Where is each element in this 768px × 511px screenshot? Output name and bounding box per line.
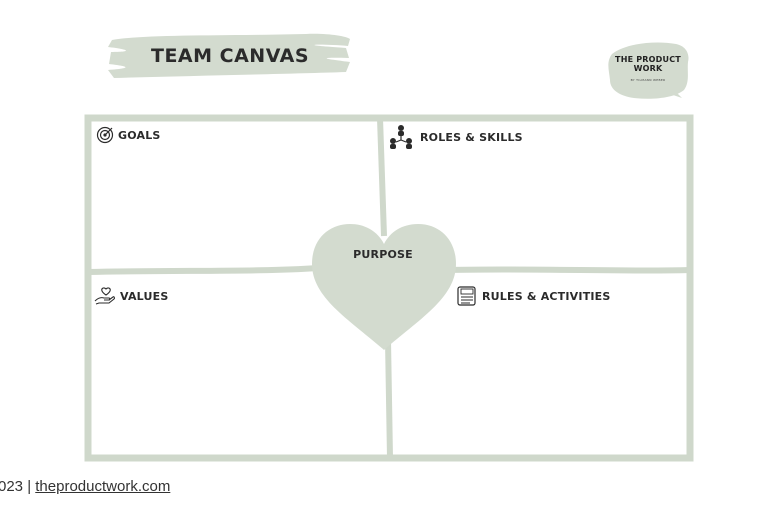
target-icon [96,126,114,144]
section-roles-skills: ROLES & SKILLS [388,124,523,150]
notebook-icon [456,285,478,307]
divider-horizontal-left [87,265,319,275]
brush-stroke-background [108,33,350,78]
logo-brush-background [608,42,689,99]
section-values: VALUES [94,287,168,305]
divider-vertical-bottom [385,339,393,459]
section-roles-label: ROLES & SKILLS [420,130,523,144]
footer-website-link[interactable]: theproductwork.com [35,478,171,495]
section-purpose-label: PURPOSE [353,248,413,261]
section-values-label: VALUES [120,289,169,303]
logo-text: THE PRODUCT WORK [604,55,692,73]
footer-prefix: 023 | [0,478,36,495]
footer: 023 | theproductwork.com [0,478,170,495]
purpose-heart [312,224,456,350]
people-network-icon [388,124,416,150]
logo-subtitle: BY TILMANN WEBER [630,78,666,82]
logo-line-1: THE PRODUCT [615,55,681,64]
section-rules-activities: RULES & ACTIVITIES [456,285,611,307]
page-title: TEAM CANVAS [150,45,310,67]
section-goals-label: GOALS [118,128,161,142]
divider-horizontal-right [447,266,691,274]
divider-vertical-top [377,117,387,237]
hand-heart-icon [94,287,116,305]
section-goals: GOALS [96,126,161,144]
section-rules-label: RULES & ACTIVITIES [482,289,611,303]
title-banner: TEAM CANVAS [106,30,354,82]
brand-logo: THE PRODUCT WORK BY TILMANN WEBER [604,38,692,102]
logo-line-2: WORK [633,64,663,73]
